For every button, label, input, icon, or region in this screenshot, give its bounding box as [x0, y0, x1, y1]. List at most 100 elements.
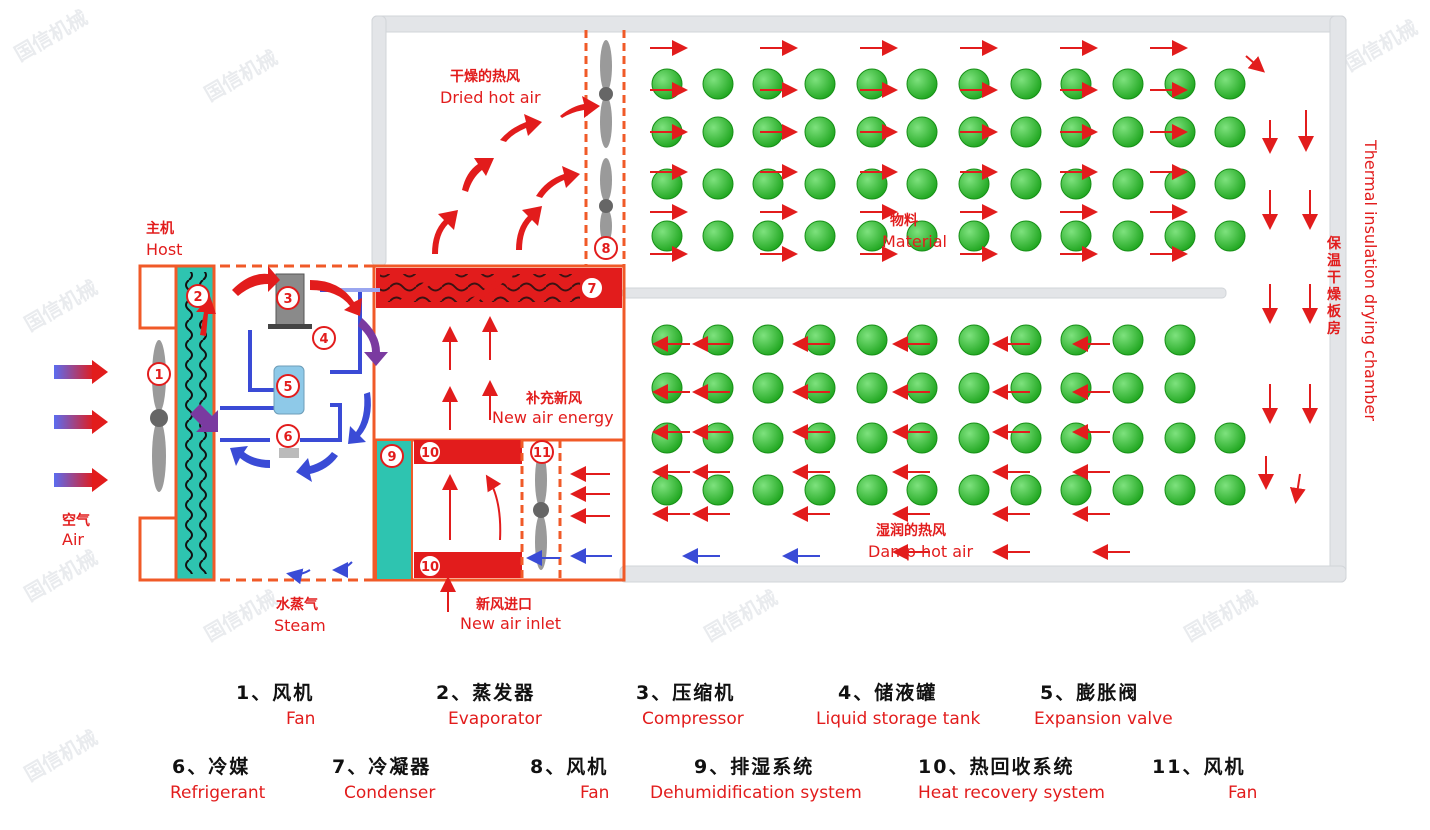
- material-item: [958, 474, 990, 506]
- material-item: [752, 220, 784, 252]
- dried-air-label-cn: 干燥的热风: [450, 69, 520, 85]
- material-item: [1060, 168, 1092, 200]
- material-item: [958, 168, 990, 200]
- material-item: [1214, 68, 1246, 100]
- legend-item-10-en: Heat recovery system: [918, 783, 1105, 803]
- material-item: [1010, 220, 1042, 252]
- material-item: [804, 372, 836, 404]
- svg-text:11: 11: [533, 446, 551, 461]
- steam-label-cn: 水蒸气: [276, 597, 318, 613]
- material-item: [804, 474, 836, 506]
- chamber-label-en: Thermal insulation drying chamber: [1361, 140, 1380, 421]
- legend-item-8-cn: 8、风机: [530, 756, 609, 778]
- material-item: [1214, 422, 1246, 454]
- material-item: [906, 372, 938, 404]
- material-item: [1010, 68, 1042, 100]
- material-item: [1112, 220, 1144, 252]
- material-item: [804, 220, 836, 252]
- air-label-en: Air: [62, 530, 84, 549]
- material-item: [702, 220, 734, 252]
- material-item: [651, 68, 683, 100]
- material-item: [958, 422, 990, 454]
- material-item: [906, 116, 938, 148]
- material-label-cn: 物料: [890, 213, 918, 229]
- material-item: [651, 372, 683, 404]
- material-item: [1010, 422, 1042, 454]
- material-item: [651, 474, 683, 506]
- material-item: [752, 372, 784, 404]
- expansion-valve: [279, 448, 299, 458]
- component-badge-2: 2: [186, 284, 210, 308]
- material-item: [1164, 168, 1196, 200]
- material-item: [1164, 474, 1196, 506]
- component-badge-10: 10: [418, 554, 442, 578]
- component-badge-5: 5: [276, 374, 300, 398]
- material-item: [856, 168, 888, 200]
- material-item: [651, 324, 683, 356]
- material-item: [958, 220, 990, 252]
- material-item: [1112, 422, 1144, 454]
- material-item: [804, 324, 836, 356]
- material-item: [1214, 116, 1246, 148]
- new-air-inlet-label-cn: 新风进口: [476, 597, 532, 613]
- svg-text:3: 3: [283, 292, 292, 307]
- dried-air-arrows: [400, 96, 600, 304]
- svg-text:9: 9: [387, 450, 396, 465]
- material-item: [702, 372, 734, 404]
- component-badge-9: 9: [380, 444, 404, 468]
- material-item: [702, 324, 734, 356]
- air-label-cn: 空气: [62, 513, 90, 529]
- material-item: [702, 68, 734, 100]
- material-item: [1214, 168, 1246, 200]
- legend-item-11-cn: 11、风机: [1152, 756, 1246, 778]
- material-item: [906, 68, 938, 100]
- legend-item-6-cn: 6、冷媒: [172, 756, 251, 778]
- svg-text:1: 1: [154, 368, 163, 383]
- component-badge-10: 10: [418, 440, 442, 464]
- material-item: [1060, 372, 1092, 404]
- material-item: [804, 168, 836, 200]
- intake-air-arrows: [54, 360, 108, 492]
- legend-item-1-cn: 1、风机: [236, 682, 315, 704]
- host-label-cn: 主机: [146, 221, 174, 237]
- svg-text:4: 4: [319, 332, 328, 347]
- material-item: [1112, 116, 1144, 148]
- material-item: [1164, 68, 1196, 100]
- legend-item-11-en: Fan: [1228, 783, 1258, 803]
- legend-item-2-cn: 2、蒸发器: [436, 682, 536, 704]
- material-item: [856, 220, 888, 252]
- fan-11-icon: [533, 452, 549, 570]
- material-item: [1112, 474, 1144, 506]
- material-item: [804, 68, 836, 100]
- material-item: [752, 422, 784, 454]
- material-item: [906, 220, 938, 252]
- legend-item-9-en: Dehumidification system: [650, 783, 862, 803]
- damp-air-label-en: Damp hot air: [868, 542, 974, 561]
- legend-item-5-cn: 5、膨胀阀: [1040, 682, 1140, 704]
- material-item: [856, 68, 888, 100]
- material-grid: [651, 68, 1246, 506]
- legend-item-2-en: Evaporator: [448, 709, 542, 729]
- material-item: [906, 324, 938, 356]
- material-item: [651, 168, 683, 200]
- material-label-en: Material: [882, 232, 947, 251]
- svg-text:6: 6: [283, 430, 292, 445]
- legend-item-6-en: Refrigerant: [170, 783, 266, 803]
- material-item: [856, 474, 888, 506]
- material-item: [752, 68, 784, 100]
- material-item: [752, 168, 784, 200]
- legend-item-9-cn: 9、排湿系统: [694, 756, 815, 778]
- material-item: [651, 220, 683, 252]
- chamber-airflow-arrows: [650, 40, 1318, 564]
- new-air-arrows: [440, 316, 612, 612]
- material-item: [906, 168, 938, 200]
- legend-item-3-en: Compressor: [642, 709, 744, 729]
- legend-item-4-en: Liquid storage tank: [816, 709, 981, 729]
- material-item: [906, 422, 938, 454]
- legend-item-1-en: Fan: [286, 709, 316, 729]
- chamber-label-cn: 保温干燥板房: [1327, 236, 1341, 337]
- material-item: [856, 422, 888, 454]
- legend-item-7-en: Condenser: [344, 783, 436, 803]
- material-item: [702, 422, 734, 454]
- fan-8-icon: [599, 40, 613, 244]
